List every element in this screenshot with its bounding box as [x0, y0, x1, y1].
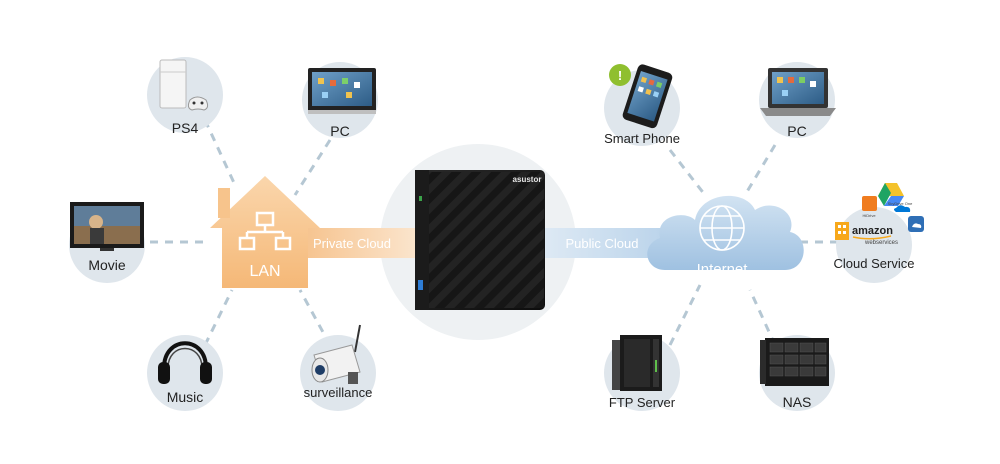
center-nas-device: asustor: [415, 170, 545, 310]
connector-music: [203, 289, 234, 346]
cloud-shape: [647, 195, 804, 270]
onedrive-label: SkyDrive One: [888, 201, 913, 206]
headphones-icon: [158, 341, 212, 384]
cloud-service-label: Cloud Service: [834, 256, 915, 271]
connector-phone: [668, 149, 707, 196]
internet-label: Internet: [697, 261, 749, 278]
nas-status-led: [419, 196, 422, 201]
ps4-label: PS4: [172, 120, 199, 136]
private-cloud-band: Private Cloud: [300, 228, 420, 258]
smartphone-icon: !: [609, 64, 673, 129]
surveillance-label: surveillance: [304, 385, 373, 400]
hidrive-label: HiDrive: [862, 213, 876, 218]
tv-icon: [70, 202, 144, 251]
public-cloud-label: Public Cloud: [566, 236, 639, 251]
cloud-service-logos: HiDrive SkyDrive One amazon webservices: [835, 183, 924, 246]
music-label: Music: [167, 389, 204, 405]
nas-rack-icon: [760, 338, 829, 386]
aws-logo: amazon webservices: [835, 222, 898, 246]
private-cloud-label: Private Cloud: [313, 236, 391, 251]
aws-amazon-label: amazon: [852, 225, 893, 237]
connector-nas-device: [748, 289, 777, 346]
globe-icon: [699, 205, 745, 251]
aws-webservices-label: webservices: [864, 240, 898, 246]
private-cloud-bar: [300, 228, 420, 258]
ftp-server-label: FTP Server: [609, 395, 676, 410]
laptop-icon: [760, 68, 836, 116]
connector-pc-right: [743, 144, 777, 196]
smart-phone-label: Smart Phone: [604, 131, 680, 146]
ps4-icon: [159, 59, 209, 111]
nas-device-label: NAS: [783, 394, 812, 410]
network-icon: [238, 211, 292, 251]
pc-right-label: PC: [787, 123, 806, 139]
pc-left-label: PC: [330, 123, 349, 139]
cloud-service-circle: [836, 207, 912, 283]
lan-house: LAN: [210, 176, 320, 288]
nas-front-panel: [428, 172, 544, 308]
connector-lines: [150, 119, 840, 346]
svg-text:!: !: [618, 68, 622, 83]
onedrive-icon: [894, 205, 911, 212]
nas-power-led: [418, 280, 423, 290]
hidrive-icon: [862, 196, 877, 211]
pc-monitor-icon: [308, 68, 376, 114]
ftp-server-icon: [612, 335, 662, 391]
connector-pc-left: [293, 139, 332, 196]
nas-side-strip: [415, 170, 429, 310]
connector-ps4: [203, 119, 237, 186]
connector-ftp: [668, 284, 702, 346]
lan-label: LAN: [249, 263, 280, 280]
house-chimney: [218, 188, 230, 218]
connector-surveillance: [298, 289, 332, 346]
surveillance-camera-icon: [311, 324, 361, 384]
internet-cloud: Internet: [647, 195, 804, 278]
movie-label: Movie: [88, 257, 126, 273]
nas-brand-label: asustor: [513, 175, 542, 184]
